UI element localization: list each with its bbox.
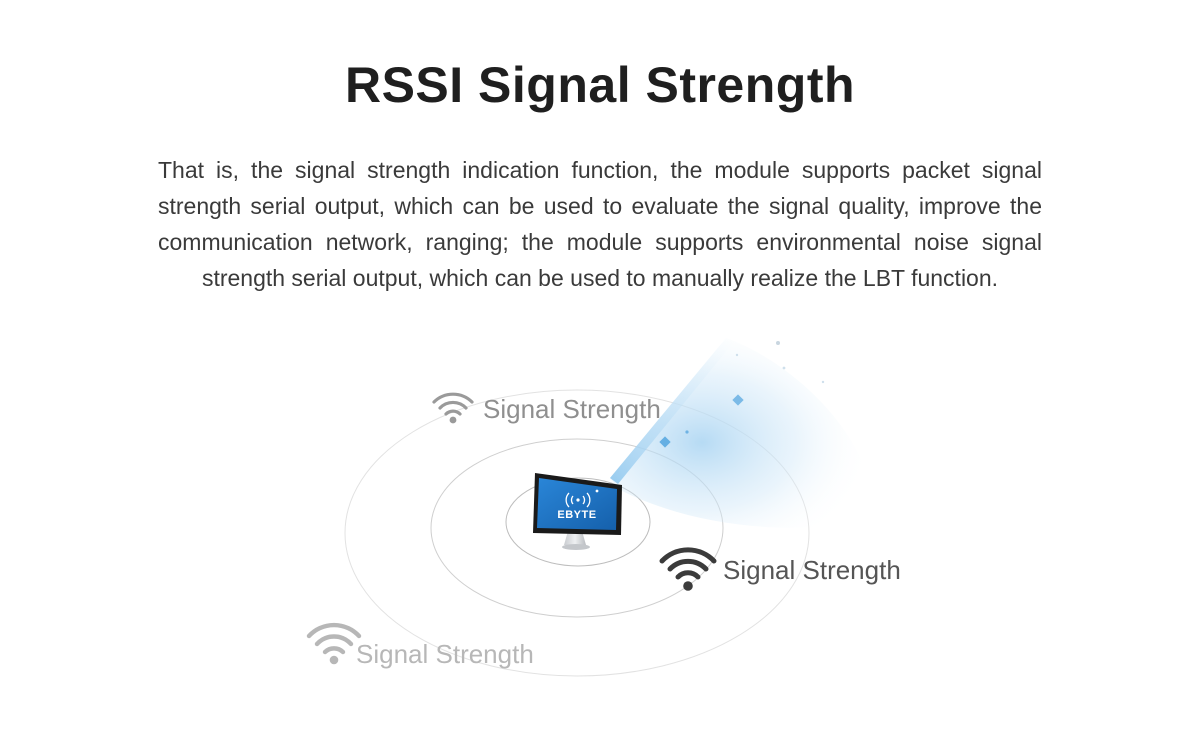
signal-beam: [610, 338, 873, 528]
wifi-icon: [432, 392, 474, 424]
outer-ring: [344, 389, 810, 677]
middle-ring: [430, 438, 724, 618]
signal-strength-label-middle: Signal Strength: [723, 555, 901, 585]
wifi-icon: [306, 622, 362, 665]
signal-strength-label-bottom: Signal Strength: [356, 639, 534, 669]
wireless-signal-icon: [565, 492, 591, 508]
description-paragraph: That is, the signal strength indication …: [158, 157, 1042, 291]
wifi-icon: [659, 547, 717, 591]
ebyte-monitor: EBYTE: [533, 473, 622, 550]
inner-ring: [505, 477, 651, 567]
signal-strength-label-top: Signal Strength: [483, 394, 661, 424]
monitor-brand: EBYTE: [557, 509, 596, 521]
page-title: RSSI Signal Strength: [344, 57, 856, 113]
beam-particles: [659, 341, 825, 448]
